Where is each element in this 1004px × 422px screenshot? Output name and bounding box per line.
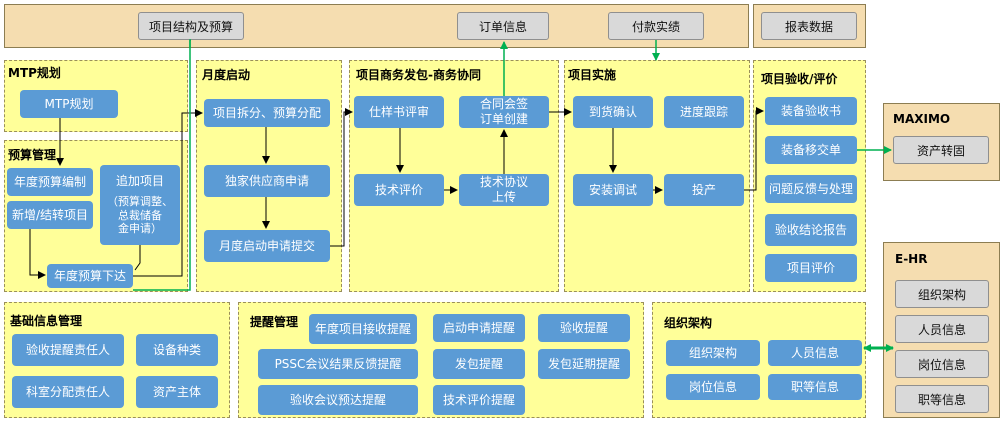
monthly-submit-box[interactable]: 月度启动申请提交 xyxy=(204,230,330,262)
section-owner-box[interactable]: 科室分配责任人 xyxy=(12,376,124,408)
report-data-box[interactable]: 报表数据 xyxy=(761,12,857,40)
tech-eval-reminder-box[interactable]: 技术评价提醒 xyxy=(433,385,525,415)
progress-tracking-box[interactable]: 进度跟踪 xyxy=(664,96,744,128)
business-title: 项目商务发包-商务协同 xyxy=(356,68,481,82)
production-box[interactable]: 投产 xyxy=(664,174,744,206)
implementation-title: 项目实施 xyxy=(568,68,617,82)
ehr-org-box[interactable]: 组织架构 xyxy=(895,280,989,308)
add-project-box[interactable]: 追加项目 （预算调整、 总裁储备 金申请） xyxy=(100,165,180,245)
maximo-title: MAXIMO xyxy=(893,112,951,126)
acceptance-meeting-reminder-box[interactable]: 验收会议预达提醒 xyxy=(258,385,418,415)
feedback-box[interactable]: 问题反馈与处理 xyxy=(765,175,857,203)
arrival-confirm-box[interactable]: 到货确认 xyxy=(573,96,653,128)
ehr-grade-box[interactable]: 职等信息 xyxy=(895,385,989,413)
equipment-type-box[interactable]: 设备种类 xyxy=(136,334,218,366)
pssc-feedback-reminder-box[interactable]: PSSC会议结果反馈提醒 xyxy=(258,349,418,379)
asset-entity-box[interactable]: 资产主体 xyxy=(136,376,218,408)
install-debug-box[interactable]: 安装调试 xyxy=(573,174,653,206)
acceptance-reminder-box[interactable]: 验收提醒 xyxy=(538,314,630,342)
asset-capitalize-box[interactable]: 资产转固 xyxy=(893,136,989,164)
org-position-box[interactable]: 岗位信息 xyxy=(666,374,760,400)
equip-acceptance-box[interactable]: 装备验收书 xyxy=(765,97,857,125)
outsource-delay-reminder-box[interactable]: 发包延期提醒 xyxy=(538,349,630,379)
tech-agreement-box[interactable]: 技术协议 上传 xyxy=(459,174,549,206)
tech-eval-box[interactable]: 技术评价 xyxy=(354,174,444,206)
spec-review-box[interactable]: 仕样书评审 xyxy=(354,96,444,128)
budget-title: 预算管理 xyxy=(8,148,57,162)
new-transfer-project-box[interactable]: 新增/结转项目 xyxy=(7,201,93,229)
sole-supplier-box[interactable]: 独家供应商申请 xyxy=(204,165,330,197)
equip-transfer-box[interactable]: 装备移交单 xyxy=(765,136,857,164)
annual-budget-issue-box[interactable]: 年度预算下达 xyxy=(47,264,133,288)
ehr-title: E-HR xyxy=(895,252,928,266)
payment-box[interactable]: 付款实绩 xyxy=(608,12,704,40)
acceptance-reminder-owner-box[interactable]: 验收提醒责任人 xyxy=(12,334,124,366)
acceptance-title: 项目验收/评价 xyxy=(761,72,838,86)
project-evaluation-box[interactable]: 项目评价 xyxy=(765,254,857,282)
org-person-box[interactable]: 人员信息 xyxy=(768,340,862,366)
basic-info-title: 基础信息管理 xyxy=(10,314,83,328)
project-split-box[interactable]: 项目拆分、预算分配 xyxy=(204,99,330,127)
project-budget-box[interactable]: 项目结构及预算 xyxy=(138,12,244,40)
outsource-reminder-box[interactable]: 发包提醒 xyxy=(433,349,525,379)
mtp-plan-box[interactable]: MTP规划 xyxy=(20,90,118,118)
monthly-start-title: 月度启动 xyxy=(202,68,251,82)
org-structure-box[interactable]: 组织架构 xyxy=(666,340,760,366)
org-title: 组织架构 xyxy=(664,316,713,330)
mtp-title: MTP规划 xyxy=(8,66,61,80)
ehr-person-box[interactable]: 人员信息 xyxy=(895,315,989,343)
org-grade-box[interactable]: 职等信息 xyxy=(768,374,862,400)
reminder-title: 提醒管理 xyxy=(250,315,299,329)
add-project-label: 追加项目 xyxy=(115,173,164,188)
annual-budget-compile-box[interactable]: 年度预算编制 xyxy=(7,168,93,196)
acceptance-report-box[interactable]: 验收结论报告 xyxy=(765,214,857,246)
ehr-position-box[interactable]: 岗位信息 xyxy=(895,350,989,378)
order-info-box[interactable]: 订单信息 xyxy=(457,12,549,40)
contract-order-box[interactable]: 合同会签 订单创建 xyxy=(459,96,549,128)
start-apply-reminder-box[interactable]: 启动申请提醒 xyxy=(433,314,525,342)
annual-receive-reminder-box[interactable]: 年度项目接收提醒 xyxy=(309,314,417,344)
add-project-note: （预算调整、 总裁储备 金申请） xyxy=(107,194,173,236)
